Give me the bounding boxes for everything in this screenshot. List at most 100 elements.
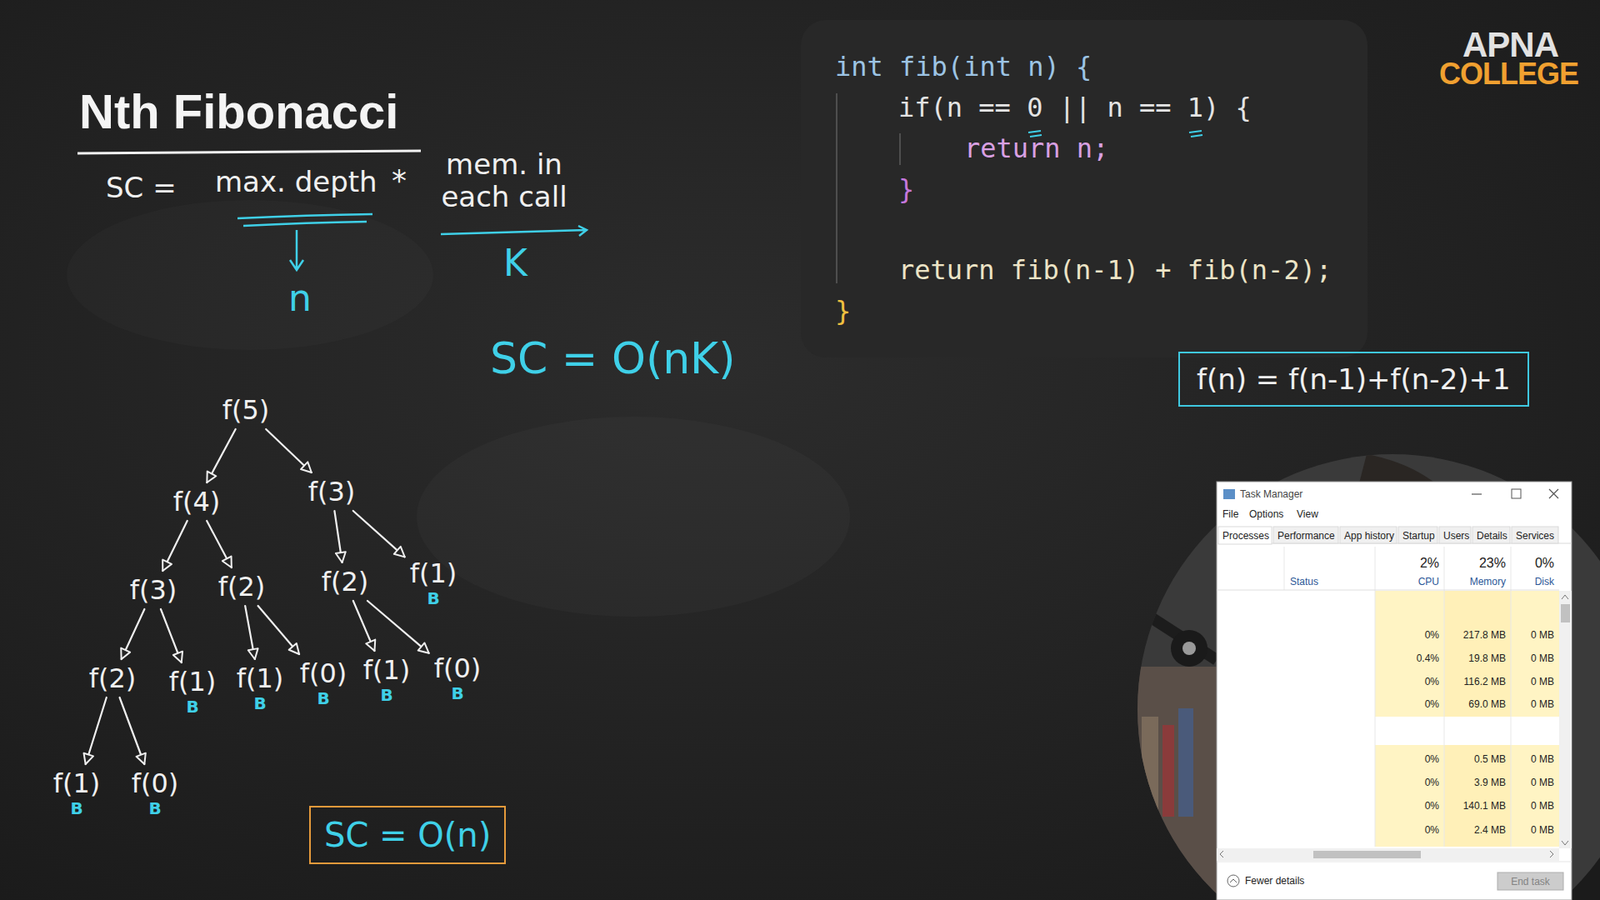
base-case-mark: B bbox=[53, 799, 101, 818]
call-node: f(1)B bbox=[167, 665, 219, 716]
arrow-line bbox=[353, 600, 375, 651]
task-manager-text: Fewer details bbox=[1245, 875, 1305, 888]
call-label: f(2) bbox=[89, 662, 137, 695]
tab bbox=[1511, 526, 1559, 544]
tree-arrow bbox=[353, 510, 405, 557]
minimize-button bbox=[1471, 493, 1482, 495]
task-manager-text: 0 MB bbox=[1530, 629, 1555, 642]
tree-arrow bbox=[353, 600, 375, 651]
task-manager-text: Performance bbox=[1277, 530, 1335, 543]
task-manager-text: 0 MB bbox=[1530, 675, 1555, 689]
call-node: f(5) bbox=[220, 394, 272, 426]
horizontal-scrollbar bbox=[1216, 848, 1560, 861]
task-manager-text: 217.8 MB bbox=[1463, 629, 1506, 642]
tab bbox=[1340, 526, 1397, 544]
task-manager-text: 0 MB bbox=[1530, 698, 1555, 711]
indent-guide bbox=[835, 93, 838, 284]
code-panel bbox=[800, 20, 1368, 358]
window bbox=[1216, 481, 1572, 900]
task-manager-text: 3.9 MB bbox=[1474, 776, 1506, 790]
task-manager-text: 0 MB bbox=[1530, 776, 1555, 790]
slide-title: Nth Fibonacci bbox=[79, 83, 399, 140]
mic bbox=[1170, 630, 1208, 667]
code-line: if(n == 0 || n == 1) { bbox=[898, 87, 1252, 129]
call-label: f(1) bbox=[410, 557, 458, 590]
task-manager-text: Disk bbox=[1535, 575, 1555, 589]
vertical-scrollbar bbox=[1559, 590, 1572, 849]
call-node: f(2) bbox=[216, 570, 268, 603]
call-label: f(2) bbox=[218, 570, 266, 603]
chalk-note: n bbox=[288, 276, 312, 320]
cyan-underline bbox=[440, 225, 587, 236]
chalk-note: mem. in each call bbox=[420, 148, 588, 214]
arrow-head bbox=[394, 546, 405, 557]
code-box: int fib(int n) {if(n == 0 || n == 1) {re… bbox=[800, 20, 1368, 358]
task-manager-text: App history bbox=[1344, 530, 1395, 543]
task-manager-text: File bbox=[1222, 508, 1239, 521]
scroll-arrows bbox=[1220, 850, 1554, 858]
task-manager-text: 0.4% bbox=[1416, 652, 1440, 665]
call-label: f(3) bbox=[308, 475, 356, 508]
call-node: f(2) bbox=[320, 565, 371, 598]
arrow-head bbox=[335, 551, 346, 563]
logo-text: COLLEGE bbox=[1439, 56, 1579, 92]
footer-line bbox=[1216, 861, 1572, 863]
arrow-head bbox=[162, 560, 172, 571]
book bbox=[1141, 716, 1159, 817]
task-manager-text: Processes bbox=[1222, 530, 1270, 543]
call-label: f(1) bbox=[363, 654, 411, 686]
task-manager-text: End task bbox=[1497, 875, 1564, 889]
cyan-arrow bbox=[290, 230, 304, 270]
task-manager-text: 19.8 MB bbox=[1468, 652, 1506, 665]
call-node: f(1)B bbox=[51, 767, 103, 818]
result-text: SC = O(n) bbox=[324, 815, 491, 855]
group-row bbox=[1375, 716, 1560, 745]
maximize-button bbox=[1511, 489, 1521, 499]
call-node: f(1)B bbox=[361, 654, 413, 705]
tree-arrow bbox=[162, 520, 188, 571]
call-node: f(0)B bbox=[298, 657, 350, 708]
chalk-smudge bbox=[66, 200, 434, 350]
task-manager-text: Memory bbox=[1470, 575, 1506, 589]
task-manager-text: 0 MB bbox=[1530, 824, 1555, 837]
complexity-note: SC = O(nK) bbox=[490, 333, 736, 384]
task-manager-text: 0% bbox=[1425, 776, 1440, 790]
mic-knob bbox=[1182, 641, 1196, 655]
task-manager-text: 0 MB bbox=[1530, 652, 1555, 665]
call-label: f(3) bbox=[130, 574, 178, 606]
call-label: f(1) bbox=[236, 662, 285, 695]
book bbox=[1178, 708, 1194, 817]
code-line: } bbox=[898, 169, 915, 210]
task-manager-text: 116.2 MB bbox=[1464, 675, 1506, 689]
call-label: f(5) bbox=[222, 394, 270, 426]
tree-arrow bbox=[367, 600, 430, 654]
tree-arrow bbox=[265, 429, 312, 473]
chalk-note: * bbox=[391, 163, 407, 198]
arrow-line bbox=[206, 520, 232, 568]
tree-arrow bbox=[206, 429, 235, 483]
arrow-head bbox=[120, 648, 130, 660]
task-manager-text: Services bbox=[1515, 530, 1555, 543]
task-manager-window: Task ManagerFileOptionsViewProcessesPerf… bbox=[1216, 481, 1572, 900]
base-case-mark: B bbox=[131, 799, 180, 818]
tab bbox=[1273, 526, 1339, 544]
tree-arrow bbox=[206, 520, 232, 568]
call-label: f(2) bbox=[321, 565, 370, 598]
chalk-note: SC = bbox=[105, 170, 177, 205]
task-manager-text: 2% bbox=[1420, 555, 1440, 571]
arrow-head bbox=[136, 753, 146, 765]
base-case-mark: B bbox=[363, 685, 411, 705]
code-line: } bbox=[835, 290, 851, 332]
scroll-thumb bbox=[1313, 850, 1421, 859]
task-manager-text: Startup bbox=[1402, 530, 1435, 543]
title-underline bbox=[77, 150, 421, 154]
task-manager-chrome bbox=[1216, 481, 1572, 900]
arrow-line bbox=[206, 429, 235, 483]
task-manager-text: Task Manager bbox=[1240, 488, 1303, 501]
arrow-head bbox=[173, 651, 183, 663]
call-label: f(1) bbox=[53, 767, 101, 800]
task-manager-text: CPU bbox=[1418, 575, 1440, 589]
tree-arrow bbox=[84, 697, 107, 765]
